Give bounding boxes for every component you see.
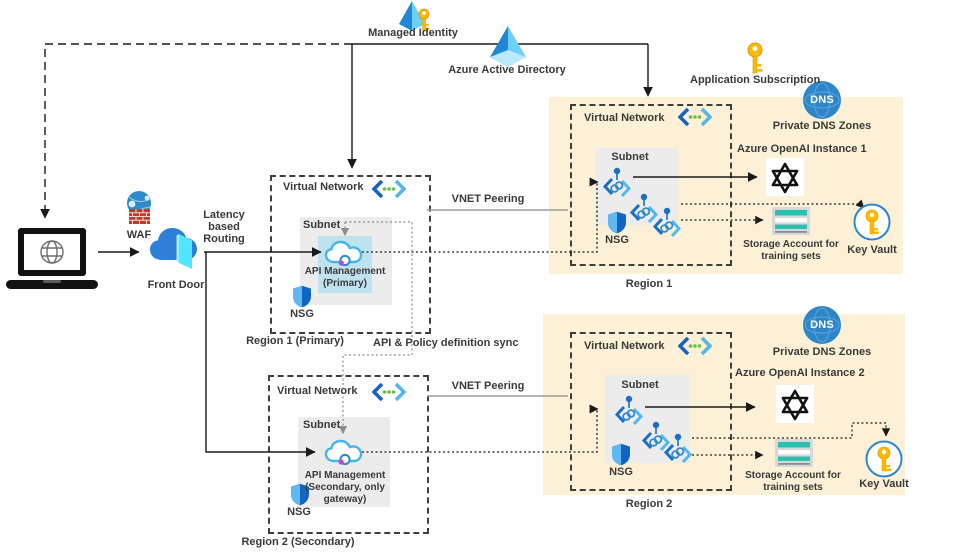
azure-ad-label: Azure Active Directory bbox=[448, 64, 566, 76]
nsg-icon-secondary bbox=[290, 483, 310, 506]
subnet-label-primary: Subnet bbox=[303, 219, 341, 231]
storage-account-icon-2 bbox=[775, 439, 813, 467]
subnet-label-region1: Subnet bbox=[611, 151, 649, 163]
key-vault-label-region1: Key Vault bbox=[847, 244, 897, 256]
private-endpoint-icon bbox=[641, 420, 671, 452]
dns-badge-text: DNS bbox=[810, 94, 834, 106]
front-door-icon bbox=[148, 222, 204, 276]
dns-icon-region2: DNS bbox=[803, 306, 841, 344]
key-vault-icon-2 bbox=[865, 440, 903, 478]
nsg-label-region1: NSG bbox=[605, 234, 629, 246]
private-endpoint-icon bbox=[614, 394, 644, 426]
key-vault-label-region2: Key Vault bbox=[859, 478, 909, 490]
vnet-icon-primary bbox=[371, 179, 407, 199]
vnet-label-region2: Virtual Network bbox=[584, 340, 665, 352]
subnet-label-region2: Subnet bbox=[621, 379, 659, 391]
region1-primary-caption: Region 1 (Primary) bbox=[246, 335, 344, 347]
private-endpoint-icon bbox=[602, 166, 632, 198]
vnet-icon-region1 bbox=[677, 107, 713, 127]
region2-caption: Region 2 bbox=[625, 498, 673, 510]
region2-secondary-caption: Region 2 (Secondary) bbox=[241, 536, 355, 548]
vnet-label-primary: Virtual Network bbox=[283, 181, 364, 193]
storage-account-icon-1 bbox=[772, 207, 810, 235]
vnet-peering-label-1: VNET Peering bbox=[451, 193, 525, 205]
vnet-icon-region2 bbox=[677, 336, 713, 356]
region2-zone bbox=[543, 314, 905, 495]
waf-label: WAF bbox=[126, 229, 152, 241]
front-door-label: Front Door bbox=[147, 279, 205, 291]
region1-caption: Region 1 bbox=[625, 278, 673, 290]
vnet-peering-label-2: VNET Peering bbox=[451, 380, 525, 392]
private-endpoint-icon bbox=[652, 206, 682, 238]
api-management-secondary-icon bbox=[324, 437, 366, 469]
openai-label-region1: Azure OpenAI Instance 1 bbox=[737, 143, 867, 155]
nsg-icon-region2 bbox=[611, 443, 631, 466]
private-endpoint-icon bbox=[663, 432, 693, 464]
key-vault-icon-1 bbox=[853, 203, 891, 241]
vnet-icon-secondary bbox=[371, 382, 407, 402]
dns-icon-region1: DNS bbox=[803, 81, 841, 119]
waf-icon bbox=[120, 190, 158, 226]
azure-active-directory-icon bbox=[484, 24, 532, 68]
globe-icon bbox=[40, 240, 64, 264]
managed-identity-label: Managed Identity bbox=[368, 27, 458, 39]
azure-openai-icon-1 bbox=[766, 158, 804, 196]
api-sync-label: API & Policy definition sync bbox=[373, 337, 519, 349]
nsg-icon-region1 bbox=[607, 211, 627, 234]
managed-identity-icon bbox=[395, 0, 433, 34]
vnet-label-secondary: Virtual Network bbox=[277, 385, 358, 397]
apim-primary-label: API Management(Primary) bbox=[304, 266, 386, 289]
nsg-label-primary: NSG bbox=[290, 308, 314, 320]
subnet-label-secondary: Subnet bbox=[303, 419, 341, 431]
vnet-label-region1: Virtual Network bbox=[584, 112, 665, 124]
subscription-key-icon bbox=[744, 42, 768, 76]
private-dns-label-region1: Private DNS Zones bbox=[772, 120, 872, 132]
nsg-label-region2: NSG bbox=[609, 466, 633, 478]
openai-label-region2: Azure OpenAI Instance 2 bbox=[735, 367, 865, 379]
app-subscription-label: Application Subscription bbox=[690, 74, 821, 86]
dns-badge-text: DNS bbox=[810, 319, 834, 331]
private-endpoint-icon bbox=[629, 192, 659, 224]
client-laptop-icon bbox=[6, 226, 98, 292]
nsg-label-secondary: NSG bbox=[287, 506, 311, 518]
private-dns-label-region2: Private DNS Zones bbox=[772, 346, 872, 358]
azure-openai-icon-2 bbox=[776, 385, 814, 423]
